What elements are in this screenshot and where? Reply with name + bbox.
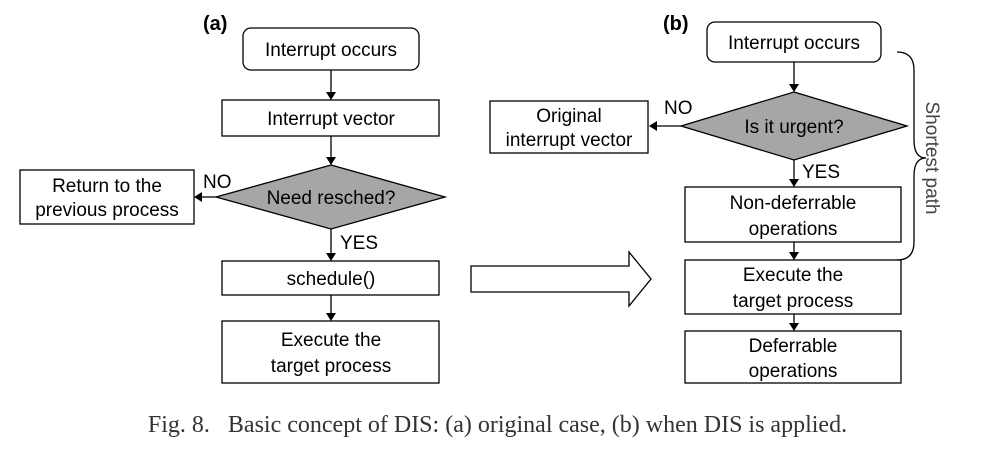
b-original-text-1: Original xyxy=(536,106,601,127)
b-yes-arrowhead xyxy=(789,179,799,187)
b-deferrable-text-2: operations xyxy=(749,361,838,382)
panel-b-label: (b) xyxy=(663,13,689,35)
b-yes-label: YES xyxy=(802,162,840,183)
b-arrowhead-2 xyxy=(789,252,799,260)
a-vector-node xyxy=(221,99,440,137)
shortest-path-brace xyxy=(896,51,927,261)
b-execute-text-1: Execute the xyxy=(743,265,843,286)
b-deferrable-text-1: Deferrable xyxy=(749,336,838,357)
a-start-text: Interrupt occurs xyxy=(265,40,397,61)
a-no-arrowhead xyxy=(194,192,202,202)
a-no-label: NO xyxy=(203,172,232,193)
b-decision-text: Is it urgent? xyxy=(744,117,843,138)
b-nondeferrable-text-2: operations xyxy=(749,219,838,240)
b-nondeferrable-text-1: Non-deferrable xyxy=(730,193,857,214)
shortest-path-label: Shortest path xyxy=(921,101,942,214)
a-decision-text: Need resched? xyxy=(267,188,396,209)
panel-a-label: (a) xyxy=(203,13,227,35)
b-original-node xyxy=(489,100,649,154)
b-arrowhead-3 xyxy=(789,323,799,331)
b-arrowhead-1 xyxy=(789,84,799,92)
a-arrowhead-1 xyxy=(326,92,336,100)
a-yes-arrowhead xyxy=(326,253,336,261)
a-arrowhead-3 xyxy=(326,313,336,321)
b-no-arrowhead xyxy=(649,121,657,131)
b-deferrable-node xyxy=(684,330,902,384)
figure-caption: Fig. 8. Basic concept of DIS: (a) origin… xyxy=(147,412,848,438)
a-yes-label: YES xyxy=(340,233,378,254)
a-execute-node xyxy=(221,320,440,384)
b-nondeferrable-node xyxy=(684,186,902,243)
a-return-text-2: previous process xyxy=(35,200,179,221)
b-original-text-2: interrupt vector xyxy=(506,130,633,151)
a-execute-text-1: Execute the xyxy=(281,330,381,351)
a-schedule-text: schedule() xyxy=(287,269,376,290)
a-return-node xyxy=(19,169,195,225)
a-return-text-1: Return to the xyxy=(52,176,162,197)
a-arrowhead-2 xyxy=(326,157,336,165)
b-execute-node xyxy=(684,259,902,315)
b-no-label: NO xyxy=(664,98,693,119)
b-start-text: Interrupt occurs xyxy=(728,33,860,54)
b-execute-text-2: target process xyxy=(733,291,853,312)
transition-arrow-icon xyxy=(470,250,652,308)
a-execute-text-2: target process xyxy=(271,356,391,377)
a-vector-text: Interrupt vector xyxy=(267,109,395,130)
